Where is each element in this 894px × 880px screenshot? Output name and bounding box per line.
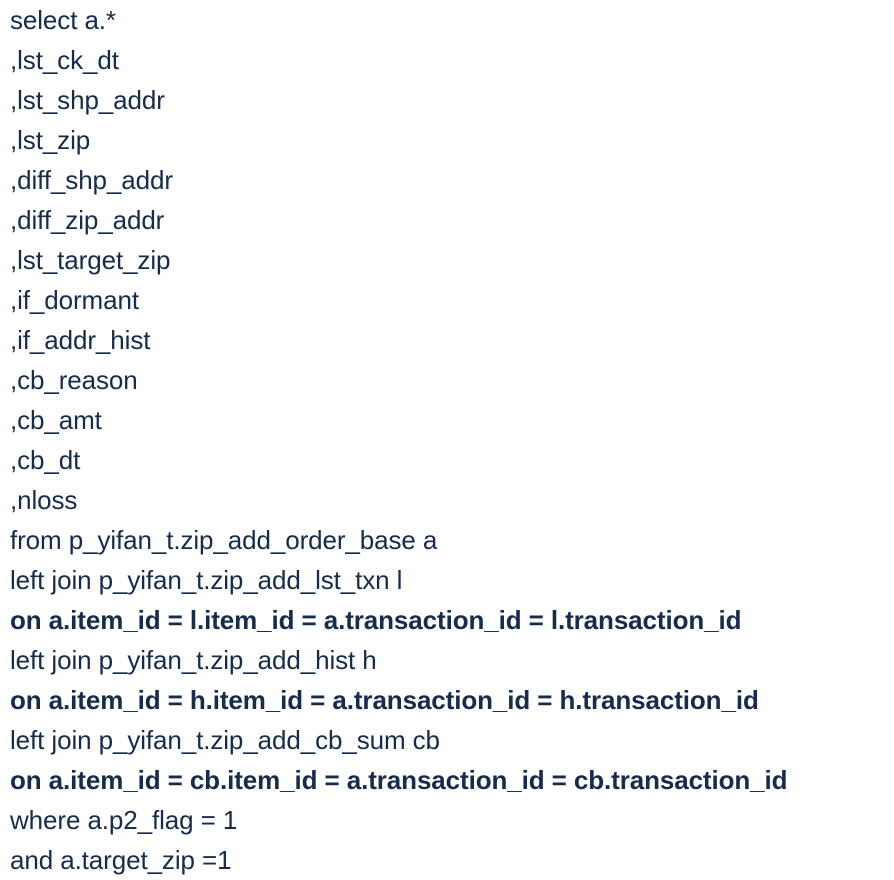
- sql-line-and: and a.target_zip =1: [10, 845, 232, 875]
- sql-line-column: ,lst_zip: [10, 125, 91, 155]
- sql-line-column: ,lst_shp_addr: [10, 85, 165, 115]
- sql-line-column: ,diff_zip_addr: [10, 205, 165, 235]
- sql-line-column: ,lst_ck_dt: [10, 45, 119, 75]
- sql-line-column: ,if_dormant: [10, 285, 139, 315]
- sql-line-where: where a.p2_flag = 1: [10, 805, 238, 835]
- sql-line-join: left join p_yifan_t.zip_add_lst_txn l: [10, 565, 403, 595]
- sql-line-from: from p_yifan_t.zip_add_order_base a: [10, 525, 438, 555]
- sql-line-select: select a.*: [10, 5, 116, 35]
- sql-line-join-condition: on a.item_id = l.item_id = a.transaction…: [10, 605, 742, 635]
- sql-line-column: ,cb_reason: [10, 365, 138, 395]
- sql-line-column: ,if_addr_hist: [10, 325, 151, 355]
- sql-line-join: left join p_yifan_t.zip_add_hist h: [10, 645, 377, 675]
- sql-line-join-condition: on a.item_id = cb.item_id = a.transactio…: [10, 765, 788, 795]
- sql-line-column: ,cb_amt: [10, 405, 102, 435]
- sql-query-block: select a.* ,lst_ck_dt ,lst_shp_addr ,lst…: [10, 0, 890, 880]
- sql-line-join: left join p_yifan_t.zip_add_cb_sum cb: [10, 725, 440, 755]
- sql-line-join-condition: on a.item_id = h.item_id = a.transaction…: [10, 685, 759, 715]
- sql-line-column: ,cb_dt: [10, 445, 81, 475]
- sql-line-column: ,lst_target_zip: [10, 245, 171, 275]
- sql-line-column: ,nloss: [10, 485, 78, 515]
- sql-line-column: ,diff_shp_addr: [10, 165, 173, 195]
